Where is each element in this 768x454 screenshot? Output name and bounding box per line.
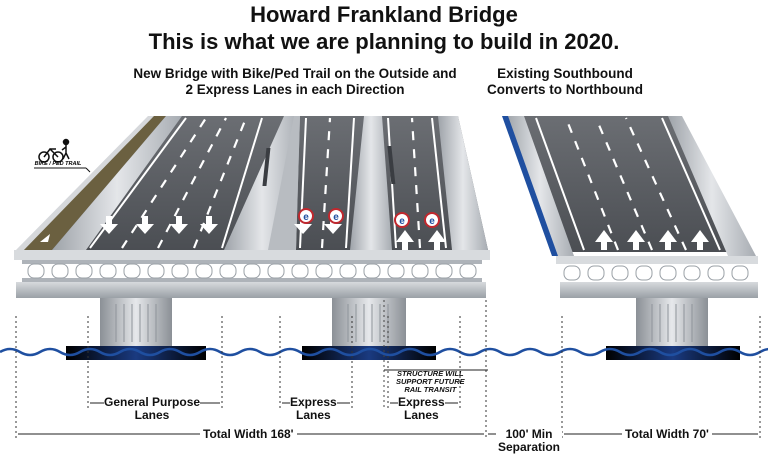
rail-note-line2: SUPPORT FUTURE <box>396 377 465 386</box>
existing-girder-gaps <box>563 265 749 281</box>
separation-label-line2: Separation <box>498 440 561 454</box>
bike-icon <box>38 138 70 163</box>
diagram-title: Howard Frankland Bridge <box>250 2 518 27</box>
new-girder-gaps <box>27 263 477 279</box>
existing-pier <box>636 298 708 348</box>
existing-footing <box>606 346 740 360</box>
express-lanes-label-right: Express Lanes <box>398 396 445 422</box>
pier-right <box>332 298 406 348</box>
total-width-new-label: Total Width 168' <box>200 428 297 441</box>
left-outer-barrier <box>14 116 154 252</box>
existing-right-barrier <box>668 116 756 256</box>
new-bridge-caption-line2: 2 Express Lanes in each Direction <box>185 82 405 97</box>
existing-bridge-caption: Existing Southbound Converts to Northbou… <box>470 66 660 98</box>
express-direction-arrows <box>294 216 446 250</box>
express-badge-letter: e <box>429 216 435 227</box>
express2-label-line1: Express <box>398 395 445 409</box>
existing-bridge-caption-line1: Existing Southbound <box>497 66 633 81</box>
water-line <box>0 347 768 357</box>
pier-left <box>100 298 172 348</box>
gp-direction-arrows <box>40 216 218 242</box>
express-badge-letter: e <box>333 212 339 223</box>
express-lane-markings <box>320 117 422 249</box>
express-lanes-label-left: Express Lanes <box>290 396 337 422</box>
express-badges: e e e e <box>298 208 440 228</box>
express-shoulder <box>268 116 300 250</box>
new-bridge-caption: New Bridge with Bike/Ped Trail on the Ou… <box>120 66 470 98</box>
separation-label: 100' Min Separation <box>496 427 563 454</box>
new-deck-edge <box>14 250 490 260</box>
existing-lane-markings <box>564 117 688 251</box>
new-bridge-girders <box>22 260 482 282</box>
diagram-subtitle: This is what we are planning to build in… <box>148 29 620 54</box>
new-bridge-caption-line1: New Bridge with Bike/Ped Trail on the Ou… <box>133 66 457 81</box>
express-badge-letter: e <box>303 212 309 223</box>
existing-left-barrier <box>506 116 574 256</box>
existing-deck-edge <box>556 256 758 264</box>
trail-barrier <box>52 116 182 250</box>
median-barrier-center <box>350 116 392 250</box>
gp-label-line2: Lanes <box>134 408 170 422</box>
right-barrier <box>438 116 488 250</box>
rail-note-line3: RAIL TRANSIT <box>404 385 457 394</box>
express-label-line2: Lanes <box>296 408 331 422</box>
general-purpose-lanes-label: General Purpose Lanes <box>104 395 201 422</box>
pier-cap-left <box>16 282 252 298</box>
bike-trail-sign: BIKE / PED TRAIL <box>35 161 82 167</box>
existing-bridge-caption-line2: Converts to Northbound <box>487 82 643 97</box>
pier-cap-right <box>252 282 486 298</box>
total-width-existing-label: Total Width 70' <box>622 428 712 441</box>
express2-label-line2: Lanes <box>404 408 439 422</box>
bike-ped-trail <box>20 116 166 250</box>
separation-label-line1: 100' Min <box>505 427 553 441</box>
rail-transit-note: STRUCTURE WILL SUPPORT FUTURE RAIL TRANS… <box>396 370 465 394</box>
express-badge-letter: e <box>399 216 405 227</box>
existing-direction-arrows <box>595 230 709 250</box>
rail-note-line1: STRUCTURE WILL <box>396 369 464 378</box>
express-label-line1: Express <box>290 395 337 409</box>
existing-pier-cap <box>560 282 758 298</box>
gp-label-line1: General Purpose <box>104 395 201 409</box>
